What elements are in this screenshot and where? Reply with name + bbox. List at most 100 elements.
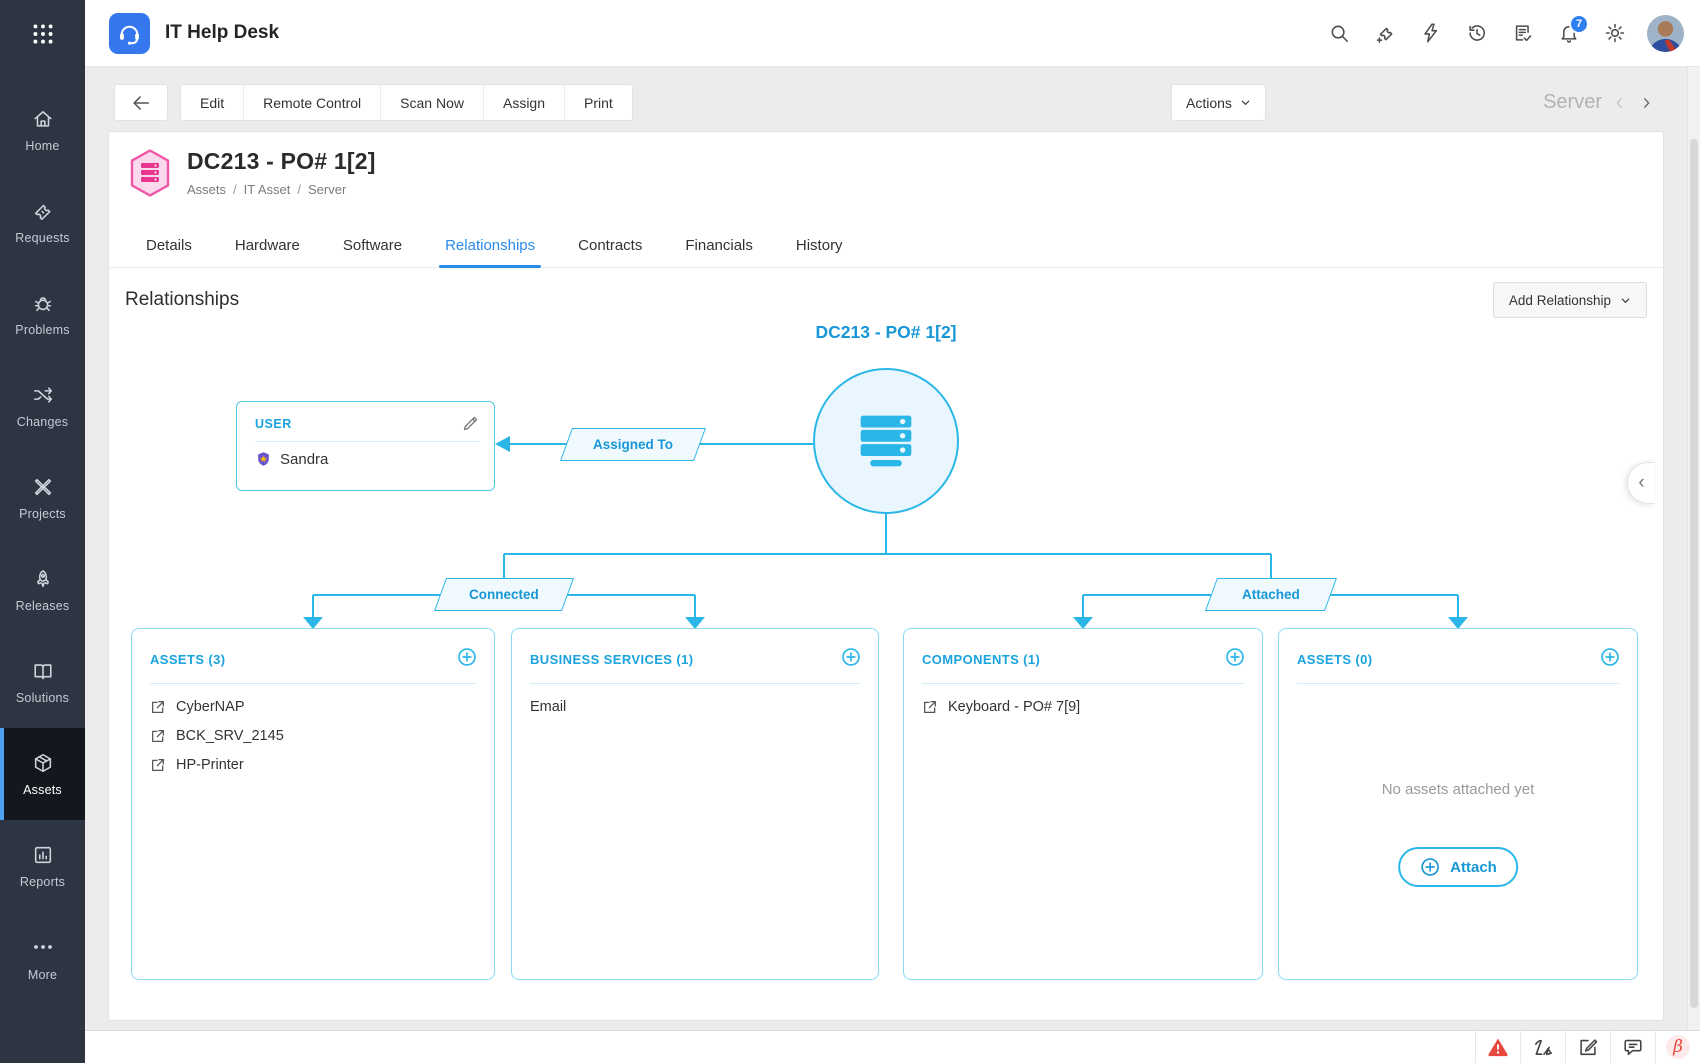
avatar[interactable]: [1647, 14, 1684, 52]
actions-button[interactable]: Actions: [1171, 84, 1266, 121]
tab-contracts[interactable]: Contracts: [578, 237, 643, 254]
lightning-button[interactable]: [1411, 13, 1451, 53]
sidebar-item-label: Problems: [15, 322, 70, 337]
card-item-keyboard-po-7-9-[interactable]: Keyboard - PO# 7[9]: [922, 692, 1244, 721]
zia-icon: [1532, 1036, 1555, 1059]
sidebar-item-changes[interactable]: Changes: [0, 360, 85, 452]
empty-state-text: No assets attached yet: [1381, 781, 1535, 798]
tools-icon: [32, 476, 54, 498]
zia-button[interactable]: [1520, 1031, 1565, 1063]
tab-relationships[interactable]: Relationships: [439, 224, 542, 268]
breadcrumb-separator: /: [233, 182, 237, 197]
footer-bar: β: [85, 1030, 1700, 1063]
sidebar-item-label: Solutions: [15, 690, 70, 705]
add-item-button[interactable]: [1599, 646, 1621, 673]
sidebar-item-reports[interactable]: Reports: [0, 820, 85, 912]
sidebar-item-label: Reports: [19, 874, 66, 889]
tab-details[interactable]: Details: [146, 237, 192, 254]
assign-button[interactable]: Assign: [483, 85, 566, 120]
app-grid-button[interactable]: [0, 0, 85, 67]
edge-label-attached: Attached: [1204, 578, 1338, 611]
search-button[interactable]: [1319, 13, 1359, 53]
sidebar-item-label: Requests: [15, 230, 70, 245]
ticket-plus-icon: [1374, 22, 1396, 44]
app-logo[interactable]: [109, 12, 150, 54]
external-link-icon: [150, 699, 166, 715]
script-check-button[interactable]: [1503, 13, 1543, 53]
bell-button[interactable]: 7: [1549, 13, 1589, 53]
back-arrow-icon: [130, 92, 152, 114]
central-node-title[interactable]: DC213 - PO# 1[2]: [815, 322, 957, 342]
asset-header: DC213 - PO# 1[2] Assets/IT Asset/Server: [127, 148, 376, 198]
alert-button[interactable]: [1475, 1031, 1520, 1063]
tab-financials[interactable]: Financials: [685, 237, 753, 254]
gear-icon: [1604, 22, 1626, 44]
ticket-plus-button[interactable]: [1365, 13, 1405, 53]
add-item-button[interactable]: [456, 646, 478, 673]
vertical-scrollbar[interactable]: [1687, 67, 1700, 1030]
breadcrumb-item-server[interactable]: Server: [308, 182, 347, 197]
sidebar-item-label: More: [27, 967, 58, 982]
bug-icon: [32, 292, 54, 314]
central-node[interactable]: [813, 368, 959, 514]
card-item-cybernap[interactable]: CyberNAP: [150, 692, 476, 721]
sidebar-item-solutions[interactable]: Solutions: [0, 636, 85, 728]
sidebar-item-projects[interactable]: Projects: [0, 452, 85, 544]
edge-label-connected: Connected: [433, 578, 575, 611]
card-item-hp-printer[interactable]: HP-Printer: [150, 750, 476, 779]
edit-button[interactable]: Edit: [181, 85, 245, 120]
breadcrumb-item-assets[interactable]: Assets: [187, 182, 227, 197]
attach-button[interactable]: Attach: [1398, 847, 1518, 887]
back-button[interactable]: [114, 84, 168, 121]
sidebar-item-home[interactable]: Home: [0, 84, 85, 176]
external-link-icon: [150, 757, 166, 773]
pager-label: Server: [1543, 91, 1602, 113]
tab-history[interactable]: History: [795, 237, 843, 254]
card-title: COMPONENTS (1): [922, 652, 1041, 667]
ticket-icon: [32, 200, 54, 222]
tab-software[interactable]: Software: [342, 237, 403, 254]
print-button[interactable]: Print: [565, 85, 632, 120]
gear-button[interactable]: [1595, 13, 1635, 53]
external-link-icon: [150, 728, 166, 744]
page-title: DC213 - PO# 1[2]: [187, 148, 376, 174]
breadcrumb: Assets/IT Asset/Server: [187, 182, 376, 197]
previous-record-button[interactable]: [1612, 95, 1628, 111]
chevron-right-icon: [1638, 95, 1654, 111]
remote-control-button[interactable]: Remote Control: [244, 85, 382, 120]
history-button[interactable]: [1457, 13, 1497, 53]
chat-icon: [1622, 1036, 1644, 1058]
external-link-icon: [922, 699, 938, 715]
breadcrumb-item-it-asset[interactable]: IT Asset: [243, 182, 291, 197]
next-record-button[interactable]: [1638, 95, 1654, 111]
sidebar-item-label: Changes: [16, 414, 69, 429]
relationship-card-components-1-: COMPONENTS (1) Keyboard - PO# 7[9]: [903, 628, 1263, 980]
chat-button[interactable]: [1610, 1031, 1655, 1063]
sidebar-item-releases[interactable]: Releases: [0, 544, 85, 636]
app-grid-icon: [30, 21, 56, 47]
tab-hardware[interactable]: Hardware: [234, 237, 300, 254]
add-relationship-button[interactable]: Add Relationship: [1492, 282, 1647, 318]
sidebar-item-problems[interactable]: Problems: [0, 268, 85, 360]
record-pager: Server: [1543, 91, 1654, 114]
add-item-button[interactable]: [840, 646, 862, 673]
compose-button[interactable]: [1565, 1031, 1610, 1063]
headset-icon: [116, 20, 143, 47]
assigned-user-name[interactable]: Sandra: [280, 451, 329, 468]
chart-icon: [32, 844, 54, 866]
sidebar-item-label: Projects: [19, 506, 66, 521]
card-item-email[interactable]: Email: [530, 692, 860, 721]
card-item-bck-srv-2145[interactable]: BCK_SRV_2145: [150, 721, 476, 750]
add-item-button[interactable]: [1224, 646, 1246, 673]
sidebar-item-more[interactable]: More: [0, 912, 85, 1004]
scan-now-button[interactable]: Scan Now: [381, 85, 484, 120]
beta-icon: β: [1666, 1035, 1690, 1059]
sidebar-item-requests[interactable]: Requests: [0, 176, 85, 268]
scrollbar-thumb[interactable]: [1690, 139, 1698, 1008]
sidebar-item-assets[interactable]: Assets: [0, 728, 85, 820]
edit-user-pencil-icon[interactable]: [461, 414, 480, 433]
beta-button[interactable]: β: [1655, 1031, 1700, 1063]
